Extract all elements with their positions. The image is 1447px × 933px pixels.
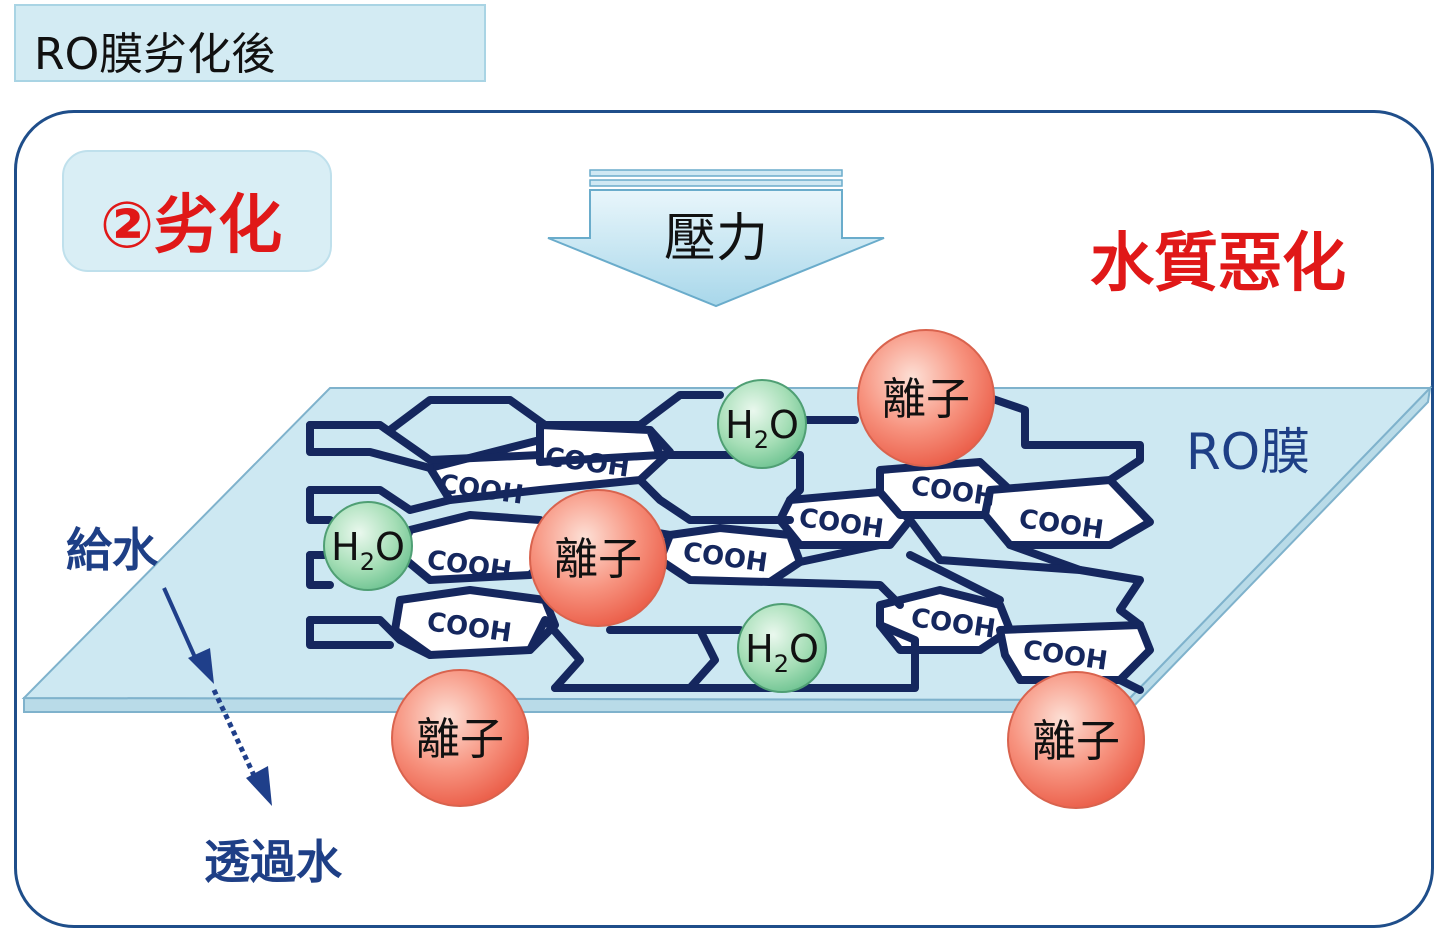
badge-label: ②劣化 <box>100 189 283 263</box>
permeate-water-label: 透過水 <box>204 835 342 889</box>
polymer-network <box>306 391 1154 694</box>
feed-water-label: 給水 <box>66 523 158 577</box>
ion: 離子 <box>1007 671 1145 809</box>
cooh-cell <box>391 586 559 659</box>
ion: 離子 <box>391 669 529 807</box>
pressure-arrow: 壓力 <box>547 169 885 308</box>
water-molecule: H2O <box>717 379 807 469</box>
permeate-flow-arrow <box>211 688 272 806</box>
membrane-label: RO膜 <box>1186 423 1311 481</box>
svg-text:H2O: H2O <box>745 627 819 678</box>
svg-text:離子: 離子 <box>554 534 642 585</box>
svg-text:離子: 離子 <box>1032 716 1120 767</box>
svg-text:H2O: H2O <box>725 403 799 454</box>
water-molecule: H2O <box>737 603 827 693</box>
water-quality-label: 水質惡化 <box>1090 227 1346 301</box>
pressure-label: 壓力 <box>664 209 768 269</box>
svg-text:H2O: H2O <box>331 525 405 576</box>
svg-text:離子: 離子 <box>882 374 970 425</box>
water-molecule: H2O <box>323 501 413 591</box>
ion: 離子 <box>857 329 995 467</box>
ion: 離子 <box>529 489 667 627</box>
page-title: RO膜劣化後 <box>34 29 276 80</box>
diagram-frame <box>14 110 1434 928</box>
svg-text:離子: 離子 <box>416 714 504 765</box>
feed-flow-arrow <box>162 587 214 684</box>
title-box: RO膜劣化後 <box>14 4 486 82</box>
degradation-badge: ②劣化 <box>62 150 332 272</box>
